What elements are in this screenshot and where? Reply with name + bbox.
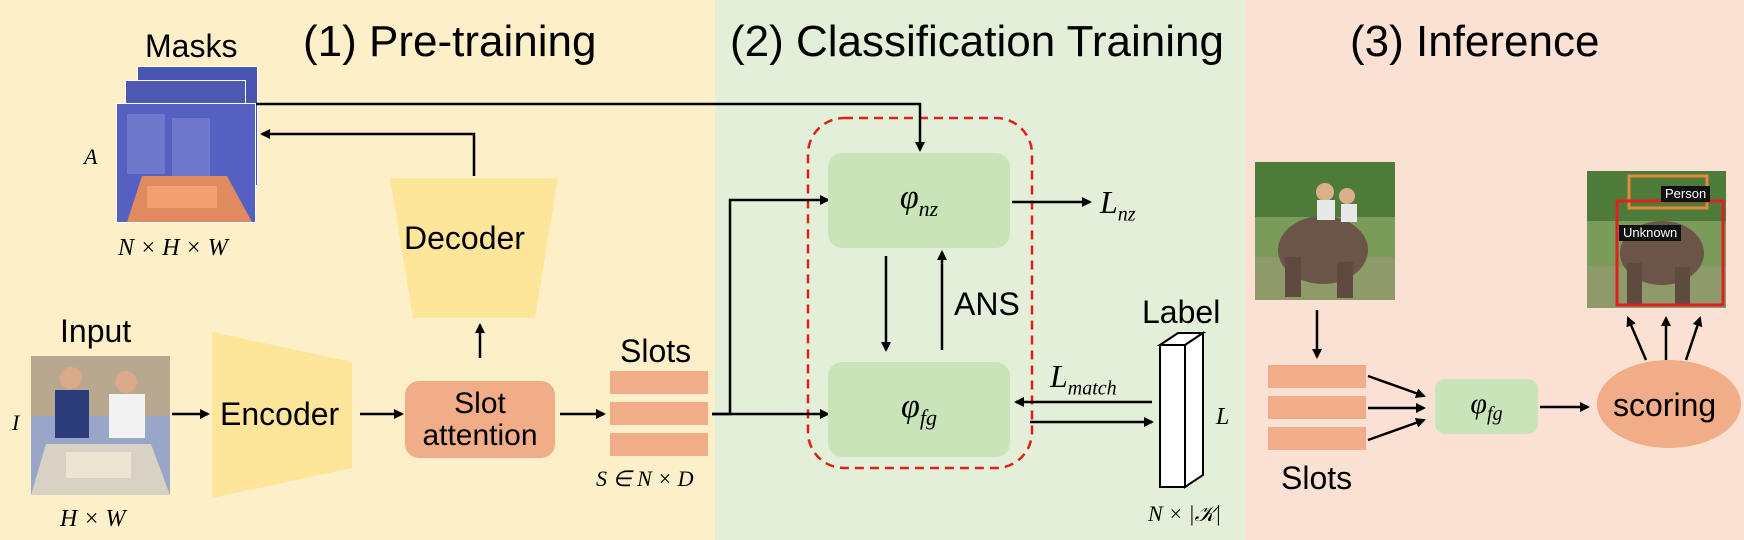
pretraining-title: (1) Pre-training (303, 17, 597, 66)
slots-label: Slots (620, 333, 692, 369)
masks-dims: N × H × W (118, 235, 228, 261)
inference-phi-fg-symbol: φ (1470, 387, 1488, 420)
phi-nz-module: φnz (828, 153, 1010, 248)
mask-image-front (116, 103, 256, 223)
loss-match: Lmatch (1050, 360, 1117, 398)
label-title: Label (1142, 294, 1221, 330)
phi-fg-module: φfg (828, 362, 1010, 457)
loss-nz-symbol: L (1100, 184, 1118, 220)
loss-nz: Lnz (1100, 186, 1136, 224)
inference-phi-fg-subscript: fg (1487, 403, 1503, 425)
input-image (31, 356, 170, 495)
ans-label: ANS (954, 286, 1020, 322)
phi-nz-subscript: nz (918, 195, 939, 221)
label-symbol: L (1216, 404, 1230, 430)
loss-match-symbol: L (1050, 358, 1068, 394)
input-dims: H × W (60, 506, 126, 532)
inference-input-image (1255, 162, 1395, 300)
masks-label: Masks (145, 28, 238, 64)
slot-attention-line1: Slot (454, 387, 506, 420)
classification-title: (2) Classification Training (730, 17, 1224, 66)
phi-fg-subscript: fg (919, 404, 937, 430)
inference-slots-label: Slots (1281, 460, 1353, 496)
phi-fg-symbol: φ (901, 388, 920, 426)
loss-match-subscript: match (1067, 377, 1117, 400)
inference-phi-fg-module: φfg (1435, 379, 1538, 434)
slot-attention-module: Slot attention (405, 381, 555, 458)
inference-title: (3) Inference (1350, 17, 1600, 66)
encoder-label: Encoder (220, 396, 340, 432)
unknown-tag: Unknown (1619, 225, 1682, 242)
input-label: Input (60, 313, 132, 349)
loss-nz-subscript: nz (1117, 203, 1136, 226)
label-dims: N × |𝒦| (1148, 501, 1222, 526)
person-tag: Person (1661, 186, 1711, 203)
scoring-label: scoring (1613, 387, 1717, 423)
masks-symbol: A (84, 144, 98, 169)
slot-attention-line2: attention (422, 418, 538, 452)
decoder-label: Decoder (404, 220, 525, 256)
slots-dims: S ∈ N × D (596, 466, 694, 491)
phi-nz-symbol: φ (899, 179, 919, 217)
classification-panel (715, 0, 1245, 540)
input-symbol: I (12, 410, 20, 435)
